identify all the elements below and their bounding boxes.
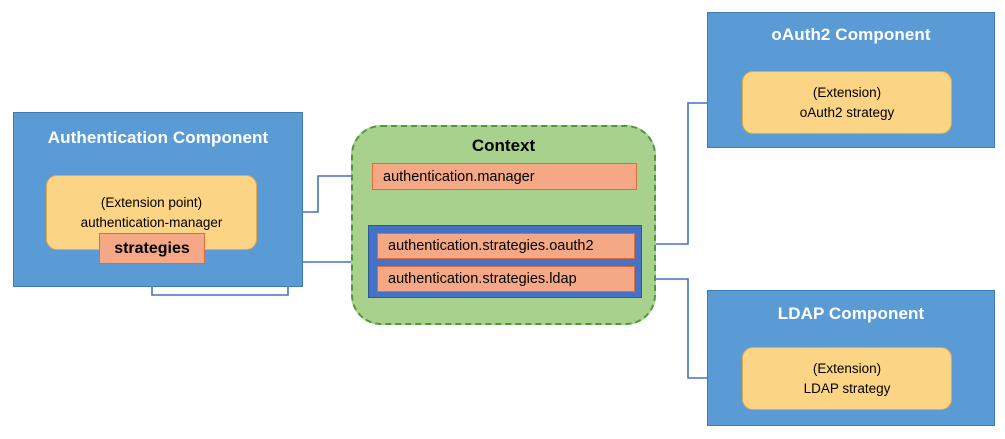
bean-authentication-manager: authentication.manager <box>372 163 637 190</box>
extension-point-kind-label: (Extension point) <box>100 194 203 210</box>
oauth2-component-title: oAuth2 Component <box>771 25 931 44</box>
oauth2-extension-kind-label: (Extension) <box>812 84 882 100</box>
bean-authentication-strategies-oauth2: authentication.strategies.oauth2 <box>377 233 635 259</box>
ldap-component-title: LDAP Component <box>777 304 925 323</box>
extension-point-name: authentication-manager <box>80 214 223 230</box>
ldap-extension-kind-label: (Extension) <box>812 360 882 376</box>
ldap-extension-name: LDAP strategy <box>803 380 891 396</box>
strategies-tag: strategies <box>99 233 205 264</box>
strategies-bean-group: authentication.strategies.oauth2 authent… <box>368 225 642 298</box>
context-title: Context <box>471 136 536 155</box>
oauth2-extension-name: oAuth2 strategy <box>799 104 895 120</box>
ldap-strategy-extension-card: (Extension) LDAP strategy <box>742 347 952 410</box>
oauth2-strategy-extension-card: (Extension) oAuth2 strategy <box>742 71 952 134</box>
authentication-component-title: Authentication Component <box>47 128 269 147</box>
bean-authentication-strategies-ldap: authentication.strategies.ldap <box>377 266 635 292</box>
